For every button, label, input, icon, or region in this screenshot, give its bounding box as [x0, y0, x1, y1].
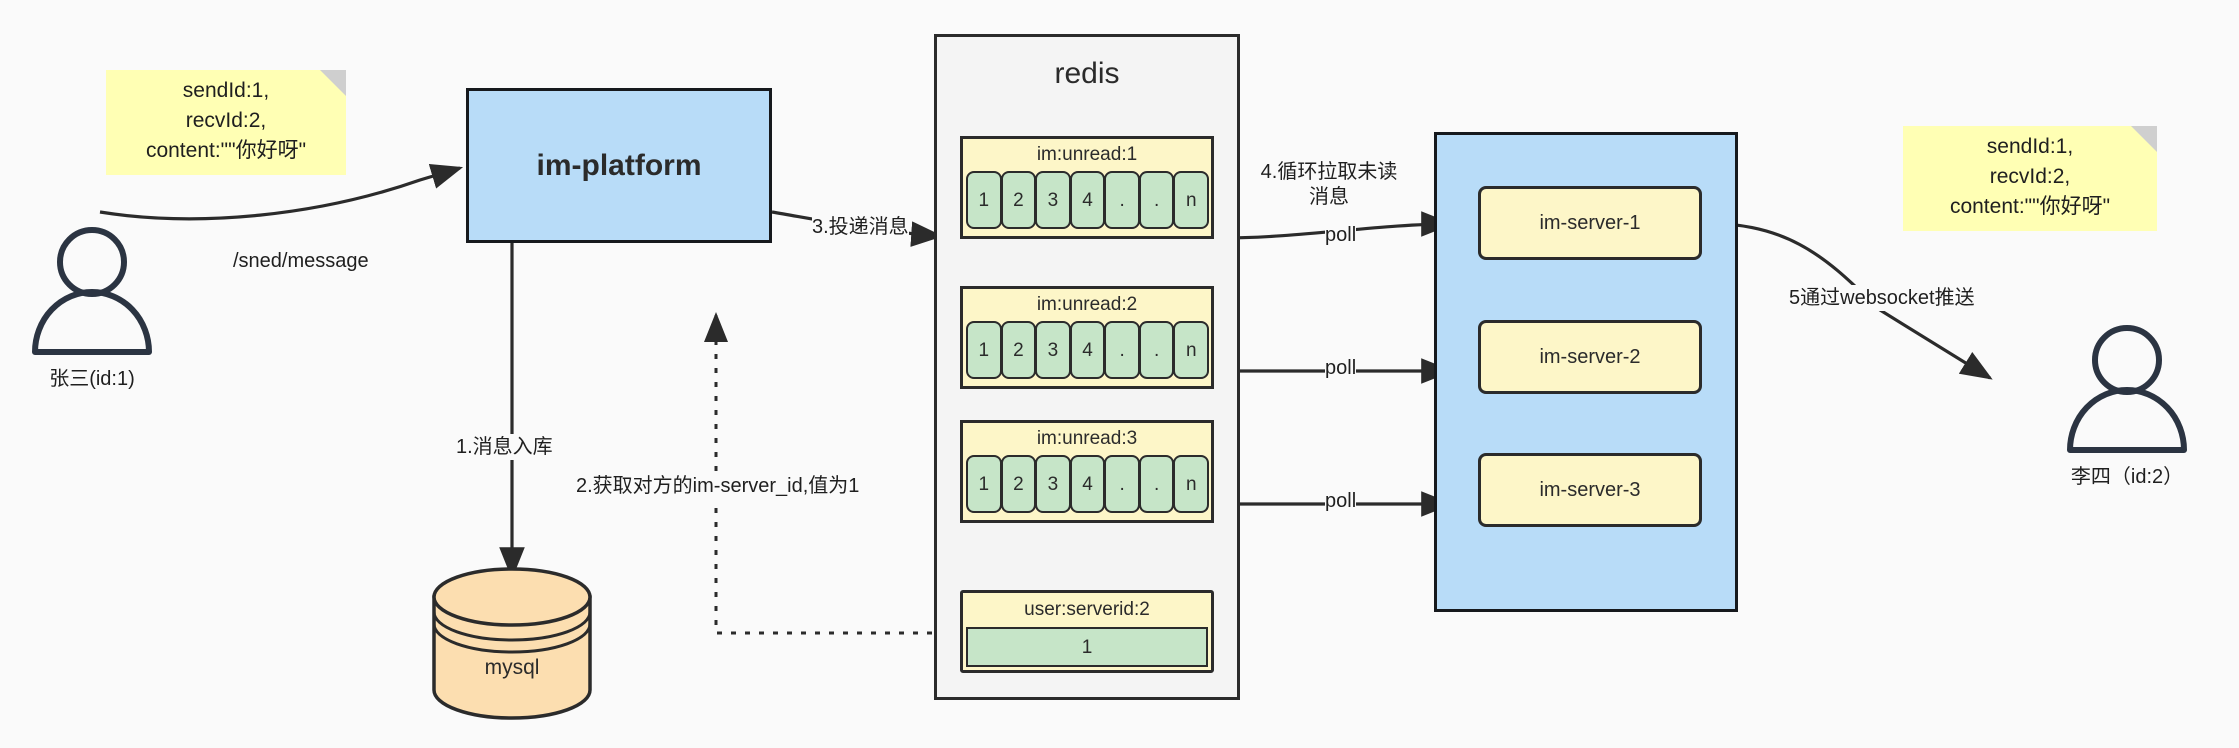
sticky-fold-corner: [320, 70, 346, 96]
redis-cell: .: [1138, 171, 1175, 229]
im-platform-label: im-platform: [536, 148, 702, 182]
redis-key-user-serverid-2[interactable]: user:serverid:2 1: [960, 590, 1214, 673]
edge-label-step3: 3.投递消息: [812, 214, 909, 240]
redis-cell: 3: [1035, 455, 1071, 513]
redis-key-label: im:unread:2: [1036, 294, 1138, 315]
im-server-3-label: im-server-3: [1539, 478, 1641, 501]
sticky-left-line-3: content:""你好呀": [145, 138, 307, 162]
redis-cell: 4: [1069, 321, 1106, 379]
redis-title: redis: [1054, 57, 1120, 90]
redis-cell: .: [1104, 321, 1140, 379]
redis-kv-value: 1: [966, 627, 1208, 667]
redis-cell: 1: [966, 171, 1002, 229]
redis-key-im-unread-2[interactable]: im:unread:2 1 2 3 4 . . n: [960, 286, 1214, 389]
redis-cell: .: [1104, 171, 1140, 229]
sticky-right-line-2: recvId:2,: [1989, 164, 2071, 188]
redis-key-label: im:unread:1: [1036, 144, 1138, 165]
mysql-cylinder-icon: [432, 567, 592, 720]
redis-cells: 1 2 3 4 . . n: [963, 455, 1211, 515]
redis-cell: .: [1138, 321, 1175, 379]
redis-cell: 2: [1000, 321, 1037, 379]
sticky-left-line-1: sendId:1,: [182, 78, 270, 102]
redis-cell: n: [1173, 321, 1210, 379]
receiver-actor-icon: [2067, 325, 2187, 453]
sender-actor-label: 张三(id:1): [49, 368, 135, 390]
edge-label-send-message: /sned/message: [233, 248, 369, 274]
sticky-fold-corner: [2131, 126, 2157, 152]
edge-label-step5: 5通过websocket推送: [1789, 285, 1975, 311]
edge-label-poll-1: poll: [1325, 222, 1357, 248]
redis-cell: 3: [1035, 321, 1071, 379]
redis-cell: 3: [1035, 171, 1071, 229]
redis-cell: .: [1104, 455, 1140, 513]
edge-send-message: [99, 164, 464, 221]
edge-label-poll-3: poll: [1325, 488, 1357, 514]
redis-cell: n: [1173, 455, 1210, 513]
edge-label-step1: 1.消息入库: [456, 434, 553, 460]
redis-cell: n: [1173, 171, 1210, 229]
edge-label-step2: 2.获取对方的im-server_id,值为1: [576, 473, 860, 499]
redis-cell: 2: [1000, 455, 1037, 513]
mysql-label: mysql: [484, 656, 540, 679]
sender-actor-icon: [32, 227, 152, 355]
im-server-1-label: im-server-1: [1539, 211, 1641, 234]
sticky-right-line-3: content:""你好呀": [1949, 194, 2111, 218]
redis-key-label: im:unread:3: [1036, 428, 1138, 449]
redis-cells: 1 2 3 4 . . n: [963, 321, 1211, 381]
redis-cell: 4: [1069, 171, 1106, 229]
edge-label-step4: 4.循环拉取未读消息: [1254, 160, 1404, 210]
sticky-right-line-1: sendId:1,: [1986, 134, 2074, 158]
sticky-note-right: sendId:1, recvId:2, content:""你好呀": [1903, 126, 2157, 231]
im-server-2-box[interactable]: im-server-2: [1478, 320, 1702, 394]
im-server-3-box[interactable]: im-server-3: [1478, 453, 1702, 527]
edge-label-poll-2: poll: [1325, 355, 1357, 381]
receiver-actor-label: 李四（id:2）: [2070, 466, 2184, 488]
redis-key-im-unread-3[interactable]: im:unread:3 1 2 3 4 . . n: [960, 420, 1214, 523]
redis-cell: 1: [966, 455, 1002, 513]
sticky-left-line-2: recvId:2,: [185, 108, 267, 132]
im-platform-box[interactable]: im-platform: [466, 88, 772, 243]
redis-cell: .: [1138, 455, 1175, 513]
redis-cell: 4: [1069, 455, 1106, 513]
im-server-1-box[interactable]: im-server-1: [1478, 186, 1702, 260]
redis-cell: 1: [966, 321, 1002, 379]
redis-cells: 1 2 3 4 . . n: [963, 171, 1211, 231]
sticky-note-left: sendId:1, recvId:2, content:""你好呀": [106, 70, 346, 175]
redis-key-im-unread-1[interactable]: im:unread:1 1 2 3 4 . . n: [960, 136, 1214, 239]
redis-kv-key: user:serverid:2: [1024, 599, 1150, 620]
redis-cell: 2: [1000, 171, 1037, 229]
im-server-2-label: im-server-2: [1539, 345, 1641, 368]
